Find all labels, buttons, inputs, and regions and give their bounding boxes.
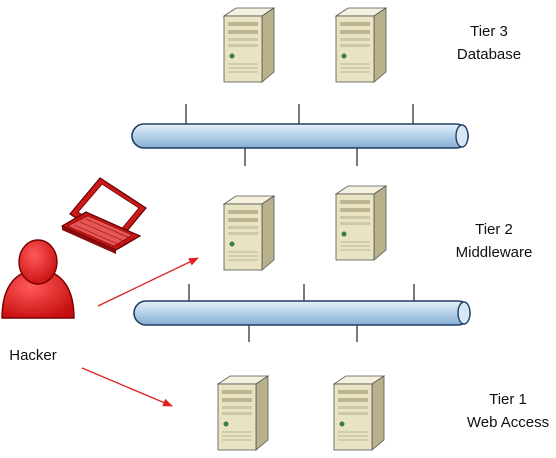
tier-2-name: Middleware [456,244,533,261]
server-icon [223,195,275,271]
server-icon [333,375,385,451]
hacker-label: Hacker [9,347,57,364]
tier-1-label: Tier 1 Web Access [467,391,549,431]
tier-3-name: Database [457,46,521,63]
tier-2-label: Tier 2 Middleware [456,221,533,261]
network-bus-icon [133,300,471,326]
hacker-person-icon [1,239,75,319]
server-icon [217,375,269,451]
tier-1-title: Tier 1 [489,391,527,408]
tier-3-title: Tier 3 [470,23,508,40]
server-icon [335,185,387,261]
tier-3-label: Tier 3 Database [457,23,521,63]
attack-arrow [81,367,173,407]
network-bus-icon [131,123,469,149]
server-icon [223,7,275,83]
attack-arrow [97,257,199,307]
tier-1-name: Web Access [467,414,549,431]
server-icon [335,7,387,83]
laptop-icon [60,177,147,254]
tier-2-title: Tier 2 [475,221,513,238]
